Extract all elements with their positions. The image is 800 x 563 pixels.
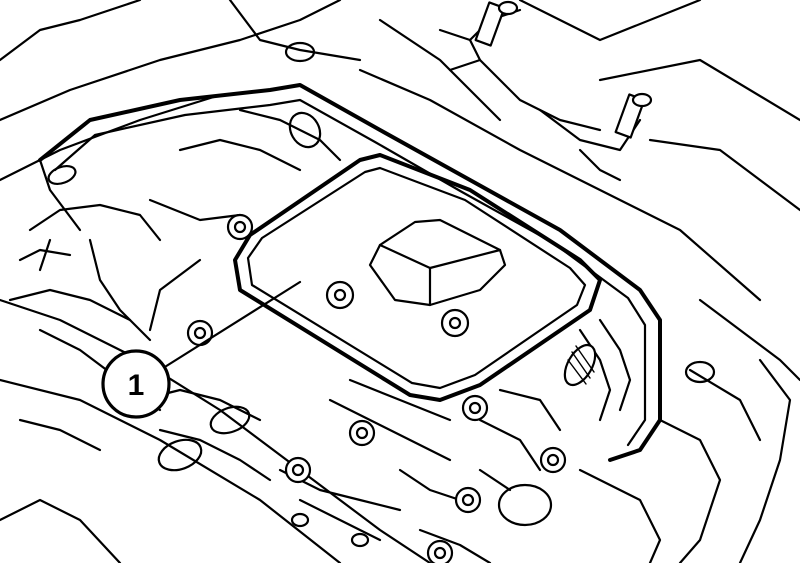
bolt-icon xyxy=(461,394,489,422)
bolt-icon xyxy=(454,486,482,514)
lower-components xyxy=(278,378,492,563)
bolt-icon xyxy=(226,213,254,241)
bolt-icon xyxy=(348,419,376,447)
bolt-icon xyxy=(426,539,454,563)
fluid-tubes xyxy=(478,318,632,527)
bolts xyxy=(186,213,567,563)
callout-label: 1 xyxy=(128,369,145,402)
callout-circle xyxy=(101,349,171,419)
oil-strainer xyxy=(233,153,602,402)
callout-1: 1 xyxy=(101,280,302,419)
upper-fittings xyxy=(438,0,653,182)
bolt-icon xyxy=(284,456,312,484)
bolt-icon xyxy=(325,280,355,310)
leader-line xyxy=(158,280,302,372)
bolt-icon xyxy=(539,446,567,474)
oil-pan-gasket xyxy=(38,83,662,462)
bolt-icon xyxy=(440,308,470,338)
valve-body-passages xyxy=(8,108,342,482)
bolt-icon xyxy=(186,319,214,347)
